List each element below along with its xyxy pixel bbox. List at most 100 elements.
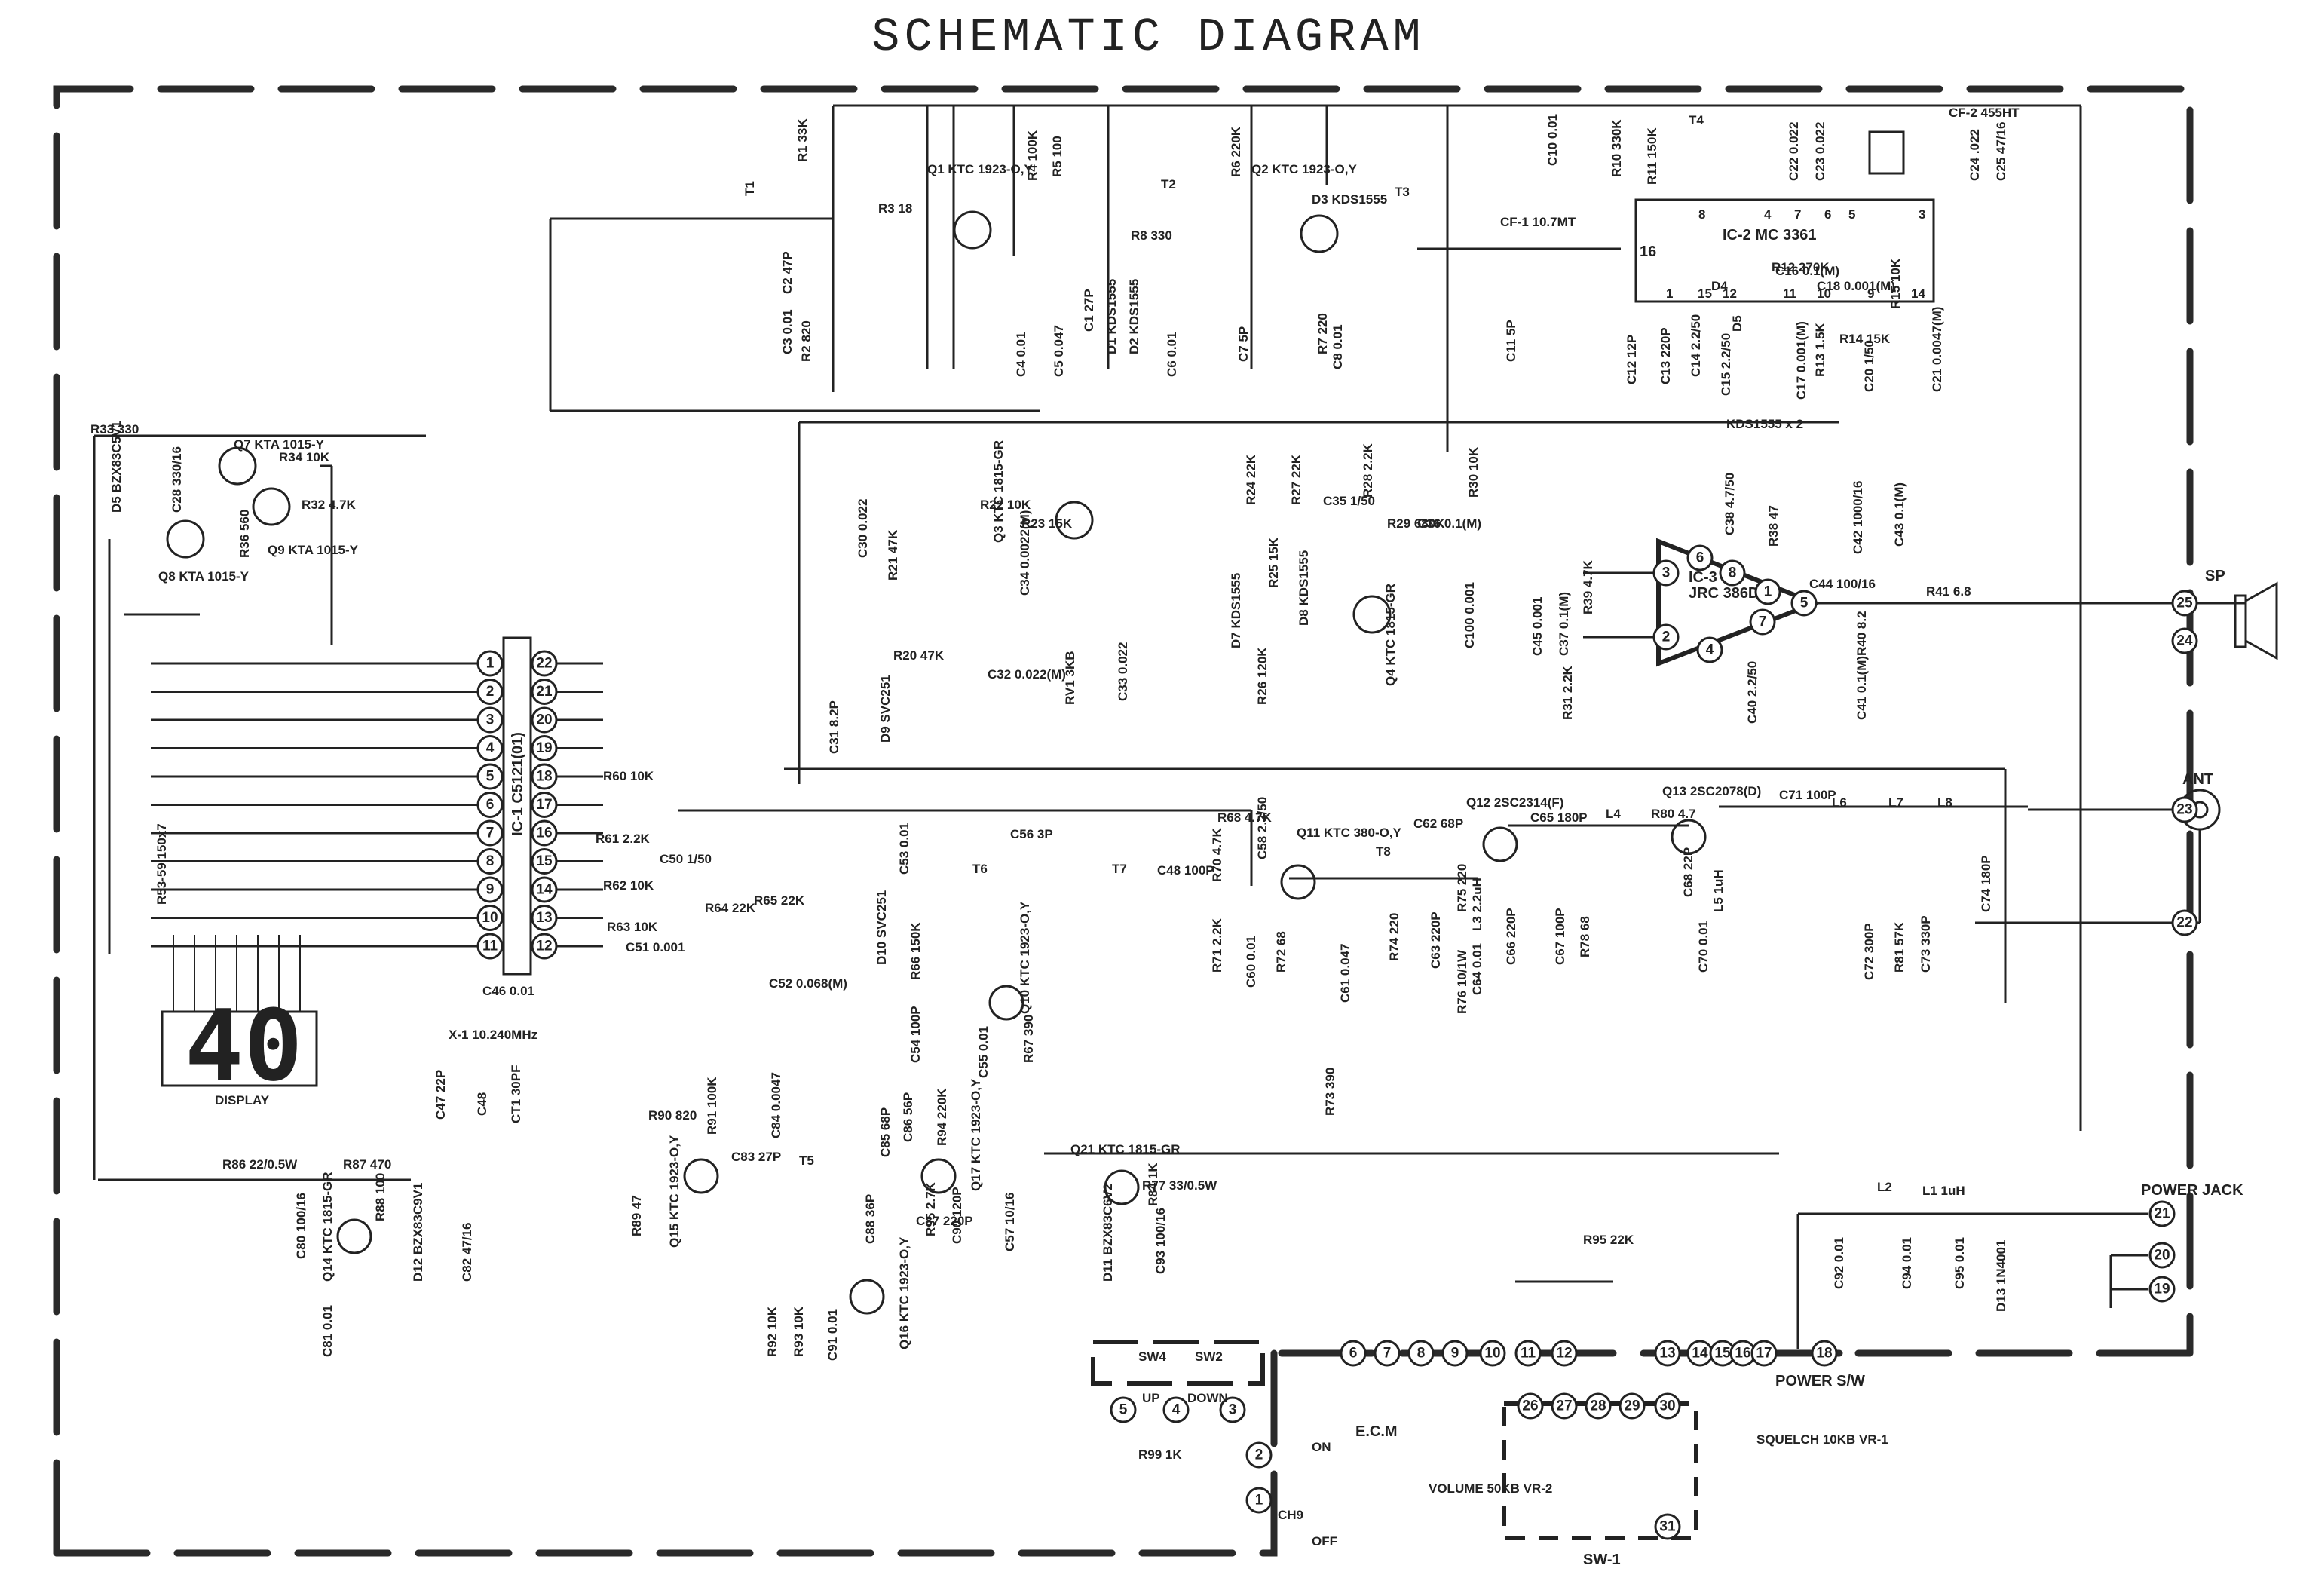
svg-text:31: 31 [1659, 1519, 1676, 1535]
component-label: C33 0.022 [1116, 642, 1130, 701]
component-label: R13 1.5K [1813, 322, 1827, 377]
component-label: C17 0.001(M) [1794, 321, 1809, 400]
svg-text:15: 15 [536, 853, 553, 869]
svg-text:3: 3 [1229, 1402, 1237, 1418]
svg-text:7: 7 [1383, 1346, 1392, 1362]
rf-output-chain [678, 767, 2028, 1003]
transistor-q16-symbol [849, 1279, 885, 1315]
component-label: R1 33K [795, 118, 810, 162]
component-label: R94 220K [935, 1088, 949, 1146]
component-label: T8 [1376, 844, 1391, 859]
svg-text:20: 20 [536, 712, 552, 728]
component-label: T6 [972, 862, 988, 876]
ic2-pin-7: 7 [1794, 207, 1801, 222]
component-label: R77 33/0.5W [1142, 1178, 1217, 1193]
component-label: T2 [1161, 177, 1176, 191]
ic1-pin-11: 11 [476, 933, 504, 960]
svg-text:5: 5 [1800, 596, 1809, 611]
svg-text:23: 23 [2176, 802, 2192, 818]
svg-text:16: 16 [536, 826, 552, 841]
component-label: C57 10/16 [1003, 1193, 1017, 1251]
ic2-pin-12: 12 [1723, 286, 1737, 301]
component-label: Q21 KTC 1815-GR [1070, 1142, 1181, 1156]
svg-text:13: 13 [536, 910, 552, 926]
svg-text:2: 2 [486, 684, 495, 700]
svg-text:12: 12 [536, 939, 552, 954]
component-label: Q4 KTC 1815-GR [1383, 584, 1398, 686]
component-label: Q15 KTC 1923-O,Y [667, 1135, 681, 1248]
component-label: C42 1000/16 [1851, 481, 1865, 554]
component-label: R21 47K [886, 529, 900, 581]
ic3-pin-3: 3 [1652, 559, 1680, 587]
component-label: R71 2.2K [1210, 917, 1224, 973]
transistor-q15-symbol [683, 1158, 719, 1194]
component-label: C21 0.0047(M) [1930, 307, 1944, 392]
component-label: L6 [1832, 795, 1847, 810]
component-label: Q9 KTA 1015-Y [268, 543, 359, 557]
component-label: C1 27P [1082, 289, 1096, 332]
component-label: R60 10K [603, 769, 654, 783]
component-label: R73 390 [1323, 1068, 1337, 1116]
component-label: Q13 2SC2078(D) [1662, 784, 1761, 798]
speaker-symbol: SP [2205, 568, 2278, 660]
connector-pin-27: 27 [1551, 1392, 1578, 1420]
svg-text:17: 17 [1756, 1346, 1772, 1362]
transistor-q3-symbol [1055, 501, 1094, 540]
svg-text:2: 2 [1662, 630, 1671, 645]
connector-pin-24: 24 [2171, 627, 2198, 654]
ic2-pin-5: 5 [1848, 207, 1855, 222]
svg-text:6: 6 [1349, 1346, 1358, 1362]
power-section [98, 1152, 2148, 1349]
component-label: C73 330P [1919, 915, 1933, 973]
component-label: R95 2.7K [923, 1181, 938, 1236]
component-label: C15 2.2/50 [1719, 333, 1733, 396]
component-label: D11 BZX83C6V2 [1101, 1184, 1115, 1282]
component-label: R93 10K [792, 1306, 806, 1357]
connector-pin-8: 8 [1407, 1340, 1435, 1367]
svg-text:8: 8 [486, 853, 495, 869]
off-label: OFF [1312, 1534, 1337, 1549]
component-label: R5 100 [1050, 136, 1064, 177]
component-label: L4 [1606, 807, 1621, 821]
component-label: L8 [1937, 795, 1952, 810]
component-label: R81 57K [1892, 921, 1907, 973]
component-label: C93 100/16 [1153, 1208, 1168, 1274]
ic1-pin-20: 20 [531, 706, 558, 734]
ic1-pin-13: 13 [531, 905, 558, 931]
regulator-section [93, 434, 426, 1180]
svg-text:21: 21 [2154, 1206, 2170, 1222]
component-label: C34 0.0022(M) [1018, 510, 1032, 596]
transistor-q17-symbol [920, 1158, 957, 1194]
transistor-q7-symbol [218, 446, 257, 486]
component-label: R68 4.7K [1217, 810, 1273, 825]
component-label: D12 BZX83C9V1 [411, 1183, 425, 1282]
sw2-label: SW2 [1195, 1349, 1223, 1364]
component-label: R87 470 [343, 1157, 391, 1172]
component-label: R67 390 [1021, 1015, 1036, 1063]
ic2-pin-3: 3 [1919, 207, 1925, 222]
component-label: C94 0.01 [1900, 1237, 1914, 1289]
component-label: C68 22P [1681, 847, 1695, 897]
component-label: C48 [475, 1092, 489, 1116]
svg-text:7: 7 [486, 826, 495, 841]
component-label: Q14 KTC 1815-GR [320, 1172, 335, 1282]
connector-pin-4: 4 [1162, 1396, 1190, 1423]
component-label: KDS1555 x 2 [1726, 417, 1803, 431]
component-label: R70 4.7K [1210, 827, 1224, 882]
connector-pin-7: 7 [1374, 1340, 1401, 1367]
ic2-pin-16: 16 [1640, 244, 1656, 260]
svg-text:13: 13 [1659, 1346, 1675, 1362]
component-label: R62 10K [603, 878, 654, 893]
component-label: R64 22K [705, 901, 756, 915]
svg-text:9: 9 [1451, 1346, 1459, 1362]
ic1-pin-5: 5 [476, 763, 504, 790]
svg-text:3: 3 [486, 712, 495, 728]
component-label: Q17 KTC 1923-O,Y [969, 1078, 983, 1191]
component-label: R27 22K [1289, 454, 1303, 505]
ic1-pin-16: 16 [531, 819, 558, 847]
svg-text:19: 19 [536, 740, 552, 756]
ic3-pin-5: 5 [1790, 590, 1818, 617]
component-label: C5 0.047 [1052, 325, 1066, 377]
antenna-label: ANT [2182, 771, 2213, 788]
sw4-sw2-group [1091, 1340, 1265, 1386]
